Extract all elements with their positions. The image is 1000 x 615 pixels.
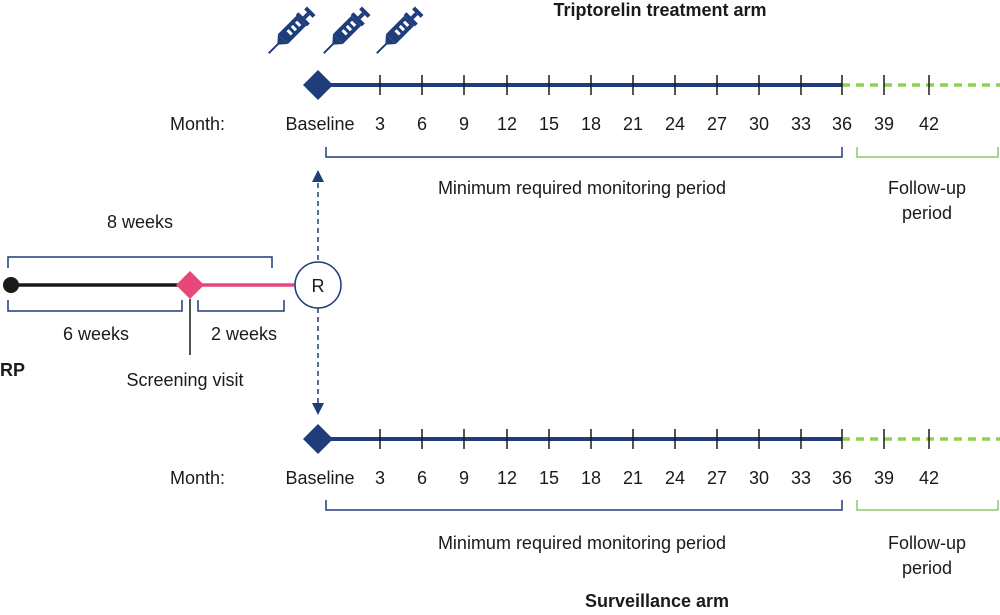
surveillance-arm-title: Surveillance arm — [585, 591, 729, 611]
screening-visit-marker — [176, 271, 204, 299]
surveillance-monitoring-bracket — [325, 500, 843, 511]
surveillance-tick-label: 6 — [417, 468, 427, 488]
surveillance-tick-label: 12 — [497, 468, 517, 488]
treatment-tick-label: 30 — [749, 114, 769, 134]
eight-weeks-bracket — [7, 256, 273, 268]
arrowhead-up-icon — [312, 170, 324, 182]
arrowhead-down-icon — [312, 403, 324, 415]
treatment-followup-label-2: period — [902, 203, 952, 223]
treatment-tick-label: 18 — [581, 114, 601, 134]
surveillance-tick-label: 39 — [874, 468, 894, 488]
surveillance-baseline-marker — [303, 424, 333, 454]
treatment-tick-label: 15 — [539, 114, 559, 134]
treatment-tick-label: 21 — [623, 114, 643, 134]
surveillance-followup-label-2: period — [902, 558, 952, 578]
surveillance-tick-label: 36 — [832, 468, 852, 488]
treatment-tick-label: 3 — [375, 114, 385, 134]
surveillance-tick-label: 3 — [375, 468, 385, 488]
screening-visit-label: Screening visit — [126, 370, 243, 390]
surveillance-tick-label: 33 — [791, 468, 811, 488]
eight-weeks-label: 8 weeks — [107, 212, 173, 232]
treatment-followup-bracket — [856, 147, 999, 158]
surveillance-tick-label: 30 — [749, 468, 769, 488]
treatment-tick-label: 9 — [459, 114, 469, 134]
syringe-icon — [371, 5, 425, 59]
treatment-tick-label: Baseline — [285, 114, 354, 134]
randomization-label: R — [312, 276, 325, 296]
two-weeks-bracket — [197, 300, 285, 312]
surveillance-tick-label: 42 — [919, 468, 939, 488]
treatment-tick-label: 36 — [832, 114, 852, 134]
surveillance-tick-label: Baseline — [285, 468, 354, 488]
syringe-icon — [263, 5, 317, 59]
treatment-tick-label: 42 — [919, 114, 939, 134]
surveillance-tick-label: 18 — [581, 468, 601, 488]
treatment-monitoring-label: Minimum required monitoring period — [438, 178, 726, 198]
surveillance-followup-bracket — [856, 500, 999, 511]
surveillance-tick-label: 21 — [623, 468, 643, 488]
rp-label: RP — [0, 360, 25, 380]
surveillance-tick-label: 27 — [707, 468, 727, 488]
surveillance-followup-label-1: Follow-up — [888, 533, 966, 553]
treatment-tick-label: 39 — [874, 114, 894, 134]
six-weeks-bracket — [7, 300, 183, 312]
treatment-followup-label-1: Follow-up — [888, 178, 966, 198]
treatment-baseline-marker — [303, 70, 333, 100]
treatment-tick-marks — [379, 75, 930, 95]
surveillance-tick-label: 9 — [459, 468, 469, 488]
six-weeks-label: 6 weeks — [63, 324, 129, 344]
treatment-tick-label: 6 — [417, 114, 427, 134]
rp-start-dot — [3, 277, 19, 293]
treatment-monitoring-bracket — [325, 147, 843, 158]
surveillance-tick-label: 15 — [539, 468, 559, 488]
surveillance-month-label: Month: — [170, 468, 225, 488]
surveillance-tick-marks — [379, 429, 930, 449]
syringe-icon — [318, 5, 372, 59]
treatment-tick-label: 27 — [707, 114, 727, 134]
two-weeks-label: 2 weeks — [211, 324, 277, 344]
surveillance-tick-label: 24 — [665, 468, 685, 488]
treatment-tick-label: 33 — [791, 114, 811, 134]
treatment-arm-title: Triptorelin treatment arm — [553, 0, 766, 20]
randomization-circle — [294, 261, 342, 309]
surveillance-monitoring-label: Minimum required monitoring period — [438, 533, 726, 553]
treatment-tick-label: 12 — [497, 114, 517, 134]
treatment-tick-label: 24 — [665, 114, 685, 134]
treatment-month-label: Month: — [170, 114, 225, 134]
